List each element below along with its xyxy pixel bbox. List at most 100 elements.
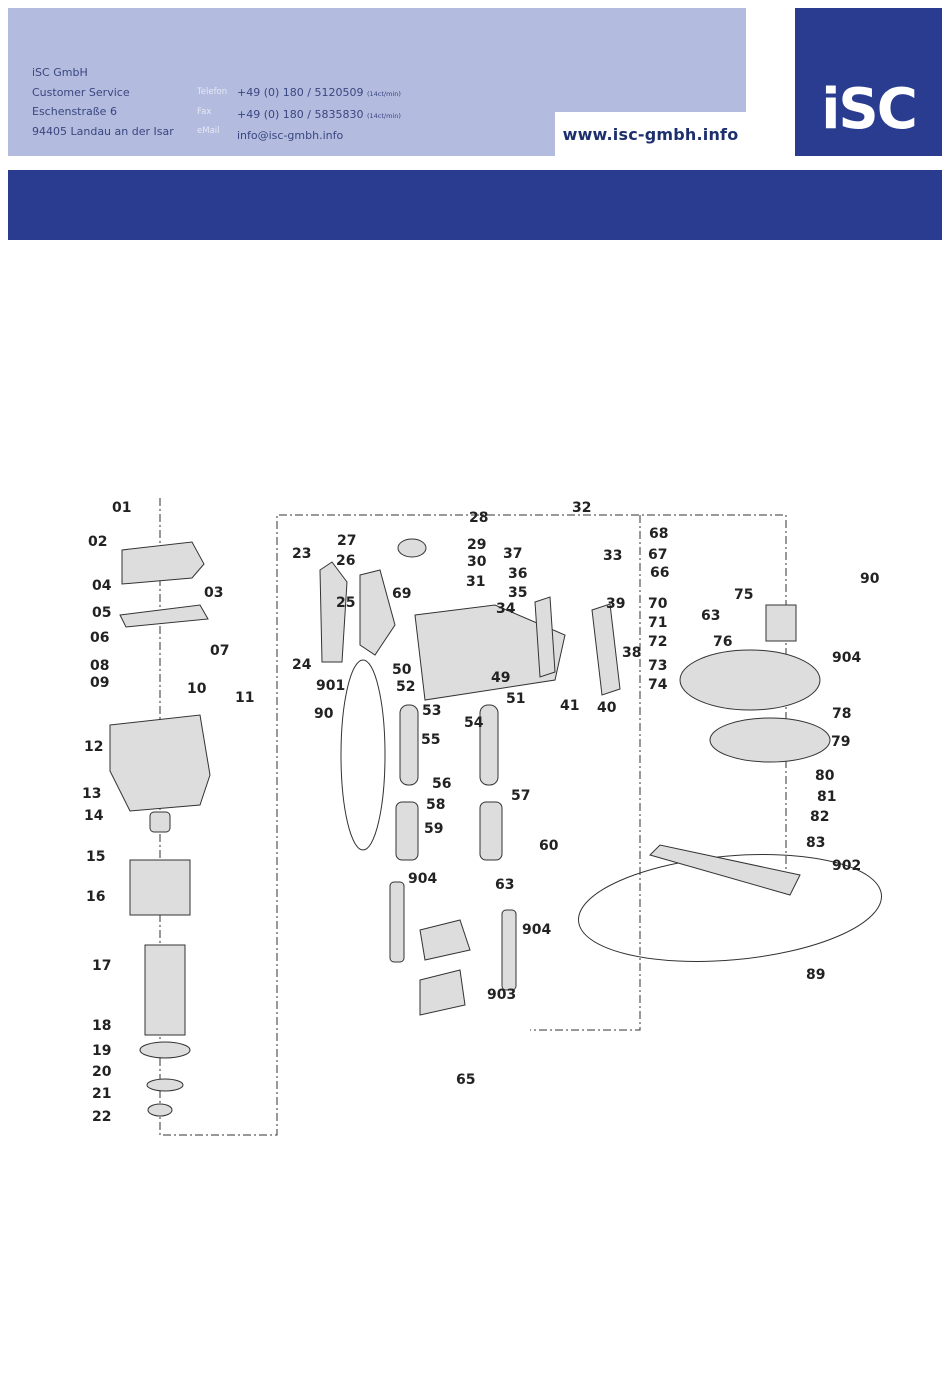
svg-text:63: 63 (701, 608, 720, 624)
svg-text:17: 17 (92, 958, 111, 974)
svg-text:16: 16 (86, 889, 105, 905)
svg-text:06: 06 (90, 630, 109, 646)
fax-number: +49 (0) 180 / 5835830 (237, 107, 364, 121)
svg-text:20: 20 (92, 1064, 112, 1080)
svg-text:27: 27 (337, 533, 356, 549)
svg-text:39: 39 (606, 596, 625, 612)
svg-text:49: 49 (491, 670, 510, 686)
svg-text:902: 902 (832, 858, 861, 874)
svg-text:57: 57 (511, 788, 530, 804)
svg-text:56: 56 (432, 776, 451, 792)
svg-text:05: 05 (92, 605, 111, 621)
svg-text:04: 04 (92, 578, 112, 594)
svg-text:01: 01 (112, 500, 131, 516)
company-city: 94405 Landau an der Isar (32, 124, 174, 138)
svg-text:13: 13 (82, 786, 101, 802)
svg-text:53: 53 (422, 703, 441, 719)
svg-text:73: 73 (648, 658, 667, 674)
svg-text:60: 60 (539, 838, 559, 854)
svg-text:81: 81 (817, 789, 836, 805)
svg-text:26: 26 (336, 553, 355, 569)
svg-text:40: 40 (597, 700, 617, 716)
fax-label: Fax (197, 106, 212, 117)
svg-text:28: 28 (469, 510, 488, 526)
contact-labels: Telefon Fax eMail (197, 83, 227, 142)
svg-text:12: 12 (84, 739, 103, 755)
svg-text:33: 33 (603, 548, 622, 564)
company-department: Customer Service (32, 85, 130, 99)
company-address: iSC GmbH Customer Service Eschenstraße 6… (32, 63, 174, 141)
svg-text:82: 82 (810, 809, 829, 825)
svg-text:07: 07 (210, 643, 229, 659)
svg-text:67: 67 (648, 547, 667, 563)
company-street: Eschenstraße 6 (32, 105, 117, 118)
svg-text:21: 21 (92, 1086, 111, 1102)
svg-text:38: 38 (622, 645, 641, 661)
svg-text:72: 72 (648, 634, 667, 650)
svg-text:03: 03 (204, 585, 223, 601)
svg-text:34: 34 (496, 601, 516, 617)
logo-text: iSC (821, 77, 918, 142)
svg-text:59: 59 (424, 821, 443, 837)
email-label: eMail (197, 126, 220, 136)
svg-text:90: 90 (860, 571, 880, 587)
phone-label: Telefon (197, 87, 228, 97)
svg-text:78: 78 (832, 706, 851, 722)
svg-text:30: 30 (467, 554, 487, 570)
svg-text:58: 58 (426, 797, 445, 813)
svg-text:76: 76 (713, 634, 732, 650)
svg-text:65: 65 (456, 1072, 475, 1088)
svg-text:19: 19 (92, 1043, 111, 1059)
svg-text:69: 69 (392, 586, 411, 602)
svg-text:14: 14 (84, 808, 104, 824)
fax-rate: (14ct/min) (366, 111, 401, 120)
svg-text:74: 74 (648, 677, 668, 693)
svg-text:89: 89 (806, 967, 825, 983)
svg-text:71: 71 (648, 615, 667, 631)
svg-text:29: 29 (467, 537, 486, 553)
svg-text:66: 66 (650, 565, 669, 581)
svg-text:08: 08 (90, 658, 109, 674)
svg-text:23: 23 (292, 546, 311, 562)
svg-text:90: 90 (314, 706, 334, 722)
website-link[interactable]: www.isc-gmbh.info (555, 112, 746, 156)
svg-text:68: 68 (649, 526, 668, 542)
svg-text:70: 70 (648, 596, 668, 612)
phone-rate: (14ct/min) (366, 90, 401, 98)
svg-text:63: 63 (495, 877, 514, 893)
isc-logo: iSC (795, 8, 942, 156)
svg-text:903: 903 (487, 987, 516, 1003)
svg-text:15: 15 (86, 849, 105, 865)
svg-text:83: 83 (806, 835, 825, 851)
svg-text:904: 904 (832, 650, 861, 666)
svg-text:35: 35 (508, 585, 527, 601)
title-band (8, 170, 942, 240)
phone-number: +49 (0) 180 / 5120509 (237, 86, 364, 99)
svg-text:31: 31 (466, 574, 485, 590)
company-name: iSC GmbH (32, 66, 88, 79)
svg-text:24: 24 (292, 657, 312, 673)
svg-text:901: 901 (316, 678, 345, 694)
svg-text:22: 22 (92, 1109, 111, 1125)
svg-text:37: 37 (503, 546, 522, 562)
contact-values: +49 (0) 180 / 5120509 (14ct/min) +49 (0)… (237, 83, 401, 146)
svg-text:904: 904 (408, 871, 437, 887)
svg-text:904: 904 (522, 922, 551, 938)
svg-text:02: 02 (88, 534, 107, 550)
svg-text:50: 50 (392, 662, 412, 678)
svg-text:52: 52 (396, 679, 415, 695)
svg-text:41: 41 (560, 698, 579, 714)
svg-text:54: 54 (464, 715, 484, 731)
svg-text:79: 79 (831, 734, 850, 750)
svg-text:25: 25 (336, 595, 355, 611)
svg-text:11: 11 (235, 690, 254, 706)
svg-text:09: 09 (90, 675, 109, 691)
svg-text:18: 18 (92, 1018, 111, 1034)
svg-text:80: 80 (815, 768, 835, 784)
svg-text:75: 75 (734, 587, 753, 603)
email-address[interactable]: info@isc-gmbh.info (237, 129, 344, 142)
svg-text:10: 10 (187, 681, 207, 697)
